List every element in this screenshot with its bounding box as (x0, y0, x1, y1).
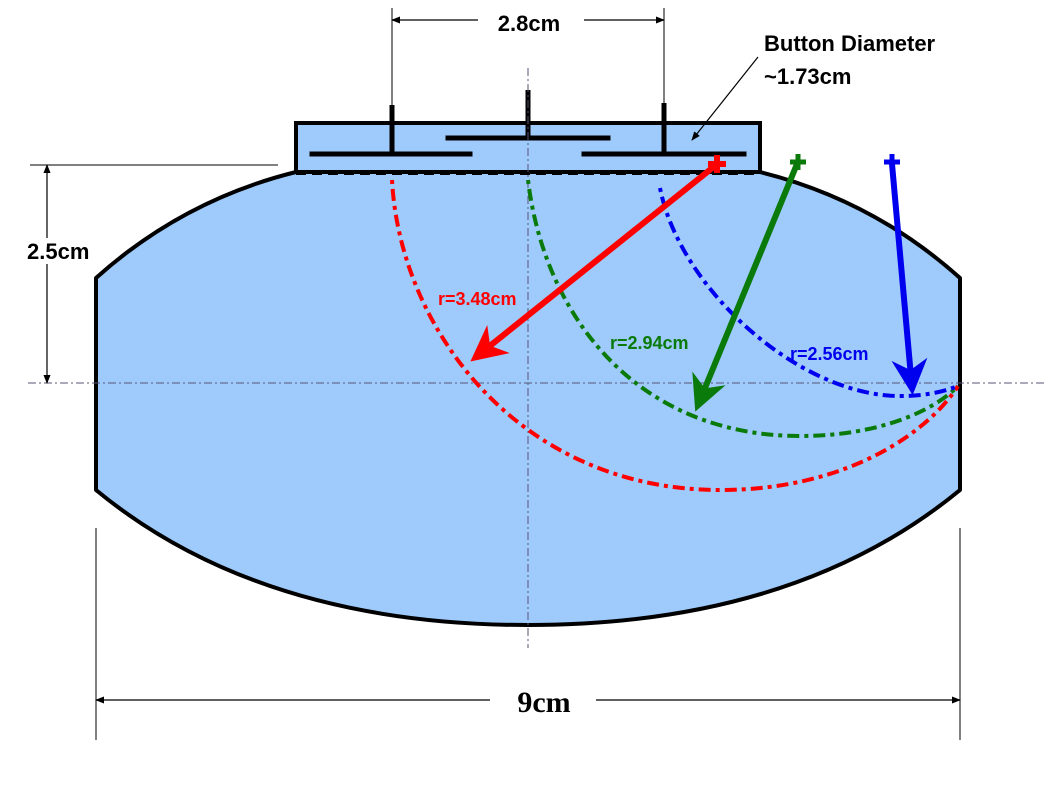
top-width-label: 2.8cm (498, 11, 560, 36)
green-radius-arrow (692, 162, 800, 412)
button-diameter-value: ~1.73cm (764, 64, 851, 89)
red-arc (390, 179, 960, 493)
width-label: 9cm (517, 686, 570, 719)
button-leader-line (691, 56, 759, 141)
blue-cross-marker (884, 154, 900, 170)
green-arc (526, 179, 960, 439)
green-cross-marker (790, 154, 806, 170)
height-label: 2.5cm (27, 239, 89, 264)
red-radius-label: r=3.48cm (438, 289, 517, 309)
red-cross-marker (708, 155, 726, 173)
top-width-dimension (391, 8, 665, 105)
green-radius-label: r=2.94cm (610, 333, 689, 353)
pins (389, 90, 667, 154)
center-guides (28, 68, 1045, 648)
blue-radius-arrow (889, 163, 928, 396)
blue-radius-label: r=2.56cm (790, 344, 869, 364)
blue-arc (658, 187, 959, 399)
width-dimension (95, 528, 961, 740)
height-dimension (30, 164, 278, 384)
red-radius-arrow (470, 162, 718, 362)
button-diameter-title: Button Diameter (764, 31, 936, 56)
